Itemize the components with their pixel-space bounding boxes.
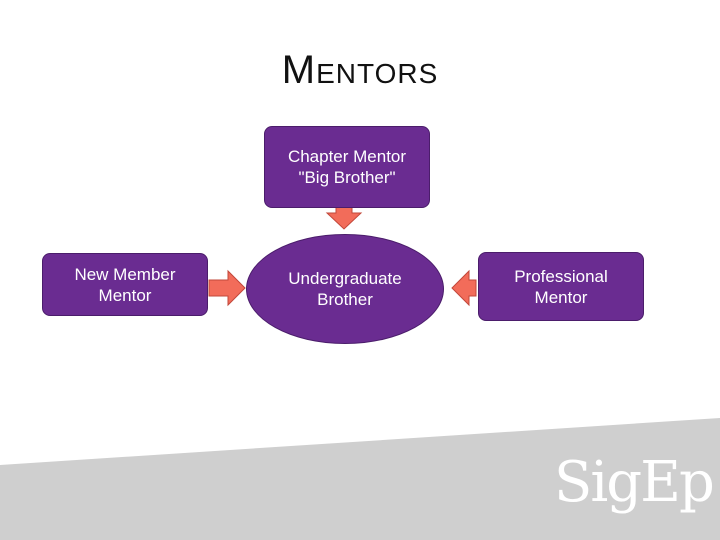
chapter-mentor-box: Chapter Mentor "Big Brother" [264, 126, 430, 208]
professional-mentor-label: Professional Mentor [514, 266, 608, 307]
footer-gray-band [0, 418, 720, 540]
sigep-logo: SigEp [554, 450, 715, 515]
arrow-left [451, 269, 477, 307]
arrow-right [208, 269, 246, 307]
new-member-mentor-label: New Member Mentor [74, 264, 176, 305]
page-title: MENTORS [0, 48, 720, 93]
chapter-mentor-label: Chapter Mentor "Big Brother" [287, 147, 407, 187]
professional-mentor-box: Professional Mentor [478, 252, 644, 321]
undergraduate-brother-label: Undergraduate Brother [288, 269, 402, 309]
title-first-letter: M [281, 48, 317, 92]
undergraduate-brother-node: Undergraduate Brother [246, 234, 444, 344]
logo-text: SigEp [554, 450, 715, 515]
new-member-mentor-box: New Member Mentor [42, 253, 208, 316]
arrow-down [325, 205, 363, 230]
title-rest: ENTORS [316, 58, 439, 89]
